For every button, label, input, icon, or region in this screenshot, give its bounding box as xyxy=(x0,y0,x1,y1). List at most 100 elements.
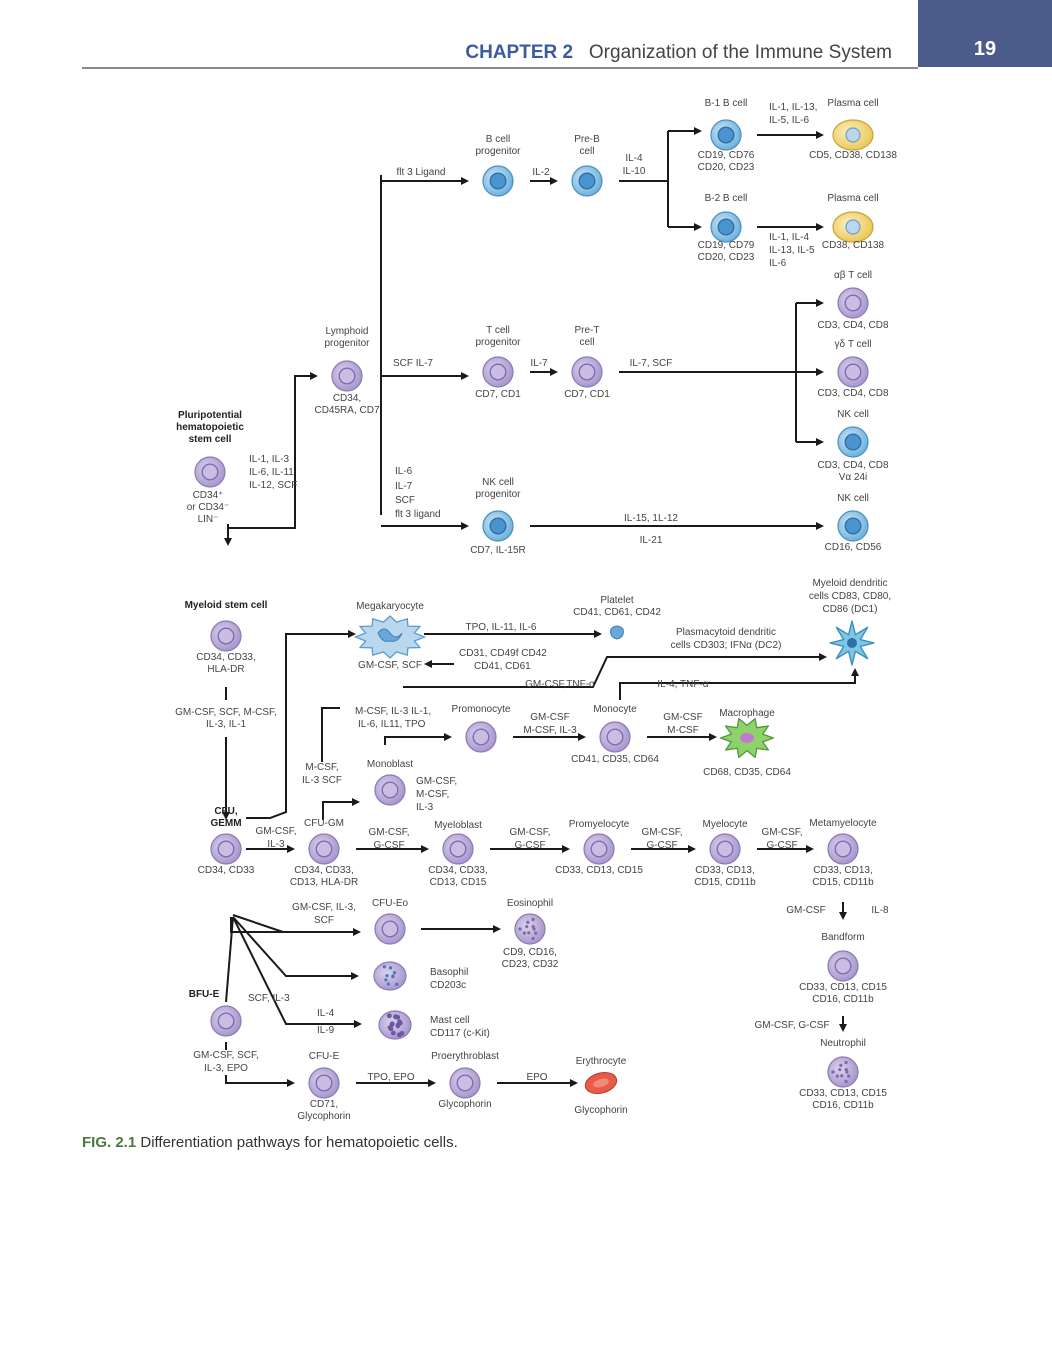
pathway-label: IL-3 SCF xyxy=(302,775,342,786)
cell-cfueo: CFU-Eo xyxy=(372,898,408,945)
pathway-label: SCF xyxy=(314,915,334,926)
cell-markers: CD33, CD13, CD15 xyxy=(799,1088,887,1099)
pathway-label: GM-CSF, IL-3, xyxy=(292,902,356,913)
cell-markers: CD23, CD32 xyxy=(502,959,559,970)
cell-name: Myeloid stem cell xyxy=(185,600,268,611)
cell-nucleus xyxy=(217,627,235,645)
cell-name: αβ T cell xyxy=(834,270,872,281)
cell-nucleus xyxy=(844,517,862,535)
granule xyxy=(389,1021,395,1027)
granule xyxy=(386,982,390,986)
pathway-label: Megakaryocyte xyxy=(356,601,424,612)
macrophage-nucleus xyxy=(740,733,754,743)
cell-markers: CD34, xyxy=(333,393,361,404)
pathway-label: IL-1, IL-4 xyxy=(769,232,809,243)
basophil-shape xyxy=(373,961,407,991)
pathway-label: IL-6, IL11, TPO xyxy=(358,719,426,730)
cell-nucleus xyxy=(381,920,399,938)
pathway-label: CD203c xyxy=(430,980,466,991)
cell-name: Plasma cell xyxy=(827,193,878,204)
granule xyxy=(531,917,535,922)
pathway-lines xyxy=(222,127,859,1087)
pathway-label: IL-3, IL-1 xyxy=(206,719,246,730)
cell-markers: CD3, CD4, CD8 xyxy=(817,460,889,471)
cell-markers: CD13, CD15 xyxy=(430,877,487,888)
cell-name: Myelocyte xyxy=(702,819,747,830)
granule xyxy=(835,1074,839,1078)
figure-caption: FIG. 2.1 Differentiation pathways for he… xyxy=(82,1134,458,1151)
megakaryocyte-nucleus xyxy=(377,628,403,642)
cell-markers: CD9, CD16, xyxy=(503,947,557,958)
pathway-label: Basophil xyxy=(430,967,468,978)
pathway-label: IL-12, SCF xyxy=(249,480,297,491)
cell-nucleus xyxy=(834,957,852,975)
granule xyxy=(518,927,522,931)
pathway-label: TPO, EPO xyxy=(367,1072,414,1083)
pathway-label: CD41, CD61, CD42 xyxy=(573,607,661,618)
pathway-label: GM-CSF xyxy=(786,905,825,916)
cell-nucleus xyxy=(217,840,235,858)
pathway-arrow xyxy=(322,798,360,820)
cell-markers: CD15, CD11b xyxy=(694,877,756,888)
cell-nucleus xyxy=(844,363,862,381)
cell-nucleus xyxy=(716,840,734,858)
pathway-label: Macrophage xyxy=(719,708,775,719)
granule xyxy=(385,973,389,978)
pathway-label: CD68, CD35, CD64 xyxy=(703,767,791,778)
pathway-label: IL-5, IL-6 xyxy=(769,115,809,126)
pathway-label: Mast cell xyxy=(430,1015,469,1026)
cell-nucleus xyxy=(315,1074,333,1092)
cell-name: BFU-E xyxy=(189,989,220,1000)
granule xyxy=(534,931,538,935)
pathway-label: GM-CSF, xyxy=(761,827,802,838)
cell-markers: CD20, CD23 xyxy=(698,162,755,173)
cell-name: T cell xyxy=(486,325,510,336)
cell-nucleus xyxy=(717,126,735,144)
pathway-label: IL-3 xyxy=(267,839,285,850)
pathway-arrow xyxy=(321,707,340,762)
cell-name: CFU-GM xyxy=(304,818,344,829)
pathway-arrow xyxy=(228,372,318,529)
cell-markers: CD7, IL-15R xyxy=(470,545,526,556)
cell-name: cell xyxy=(579,337,594,348)
pathway-label: SCF, IL-3 xyxy=(248,993,290,1004)
cell-name: Myeloblast xyxy=(434,820,482,831)
cell-markers: CD71, xyxy=(310,1099,338,1110)
pathway-label: IL-4, TNF-α xyxy=(657,679,708,690)
cell-nucleus xyxy=(489,517,507,535)
pathway-label: GM-CSF, xyxy=(255,826,296,837)
cell-nucleus xyxy=(844,294,862,312)
cell-markers: CD19, CD76 xyxy=(698,150,755,161)
special-cells xyxy=(353,615,875,1095)
cell-nucleus xyxy=(844,433,862,451)
pathway-label: M-CSF, xyxy=(305,762,338,773)
cell-name: NK cell xyxy=(482,477,514,488)
granule xyxy=(839,1063,843,1067)
pathway-arrow xyxy=(232,916,359,980)
platelet-body xyxy=(610,625,624,640)
cell-name: Monoblast xyxy=(367,759,413,770)
cell-name: B-2 B cell xyxy=(705,193,748,204)
cell-nucleus xyxy=(590,840,608,858)
cell-bfue: BFU-E xyxy=(189,989,242,1037)
chapter-name: Organization of the Immune System xyxy=(588,42,892,63)
pathway-label: GM-CSF, SCF, xyxy=(193,1050,259,1061)
cell-name: CFU-E xyxy=(309,1051,340,1062)
cell-nucleus xyxy=(217,1012,235,1030)
cell-markers: HLA-DR xyxy=(207,664,244,675)
cell-markers: CD34⁺ xyxy=(193,490,224,501)
granule xyxy=(844,1079,848,1084)
pathway-arrow xyxy=(232,914,284,933)
pathway-label: IL-7 xyxy=(530,358,548,369)
cell-markers: CD33, CD13, CD15 xyxy=(555,865,643,876)
